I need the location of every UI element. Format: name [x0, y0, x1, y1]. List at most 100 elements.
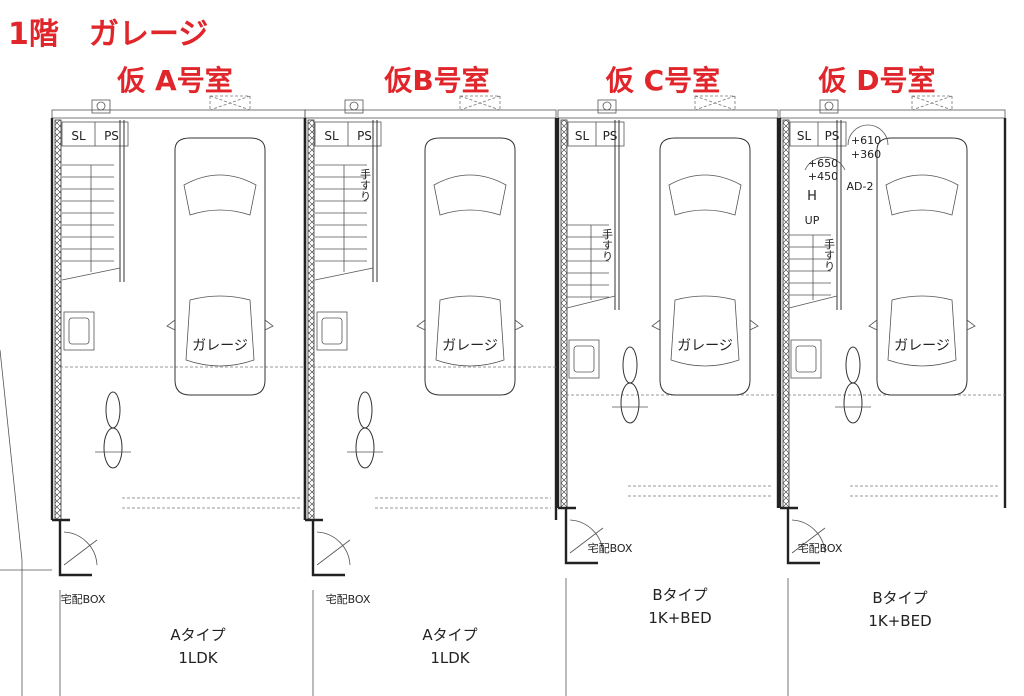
- car-windows: [885, 174, 959, 367]
- delivery-box-label: 宅配BOX: [326, 592, 371, 606]
- door-swing: [63, 531, 98, 566]
- entrance-wall: [52, 518, 92, 577]
- unit-title: 仮 C号室: [605, 64, 720, 97]
- sink-basin: [68, 317, 90, 345]
- h-label: H: [807, 189, 817, 204]
- unit-type-label: Bタイプ: [652, 586, 707, 604]
- equipment-mark: [459, 95, 501, 111]
- entrance-wall: [558, 506, 598, 565]
- door-code-label: AD-2: [847, 180, 874, 193]
- garage-door: [375, 497, 551, 509]
- top-wall: [51, 109, 306, 119]
- hatched-wall: [560, 119, 568, 509]
- vent-icon: [819, 99, 839, 114]
- car-mirrors: [868, 319, 976, 331]
- car-mirrors: [166, 319, 274, 331]
- car-outline: [174, 137, 266, 396]
- sink: [568, 339, 600, 379]
- vent-icon: [824, 101, 834, 111]
- page-title: 1階 ガレージ: [8, 17, 208, 52]
- motorcycle: [845, 346, 861, 384]
- partition-wall: [614, 120, 620, 310]
- door-swing: [569, 519, 604, 554]
- unit-type-label: Aタイプ: [170, 626, 225, 644]
- car-outline: [876, 137, 968, 396]
- garage-door: [628, 485, 773, 497]
- garage-door: [122, 497, 300, 509]
- entrance-wall: [780, 506, 820, 565]
- motorcycle: [103, 427, 123, 469]
- motorcycle: [357, 391, 373, 429]
- garage-label: ガレージ: [677, 338, 733, 354]
- door-swing: [316, 531, 351, 566]
- side-wall: [556, 118, 780, 508]
- side-wall: [778, 118, 1007, 508]
- motorcycle: [620, 382, 640, 424]
- vent-icon: [602, 101, 612, 111]
- height-annotation: +360: [851, 148, 881, 161]
- motorcycle: [622, 346, 638, 384]
- unit-title: 仮 A号室: [116, 64, 232, 97]
- vent-icon: [344, 99, 364, 114]
- car-mirrors: [651, 319, 759, 331]
- motorcycle: [105, 391, 121, 429]
- delivery-box-label: 宅配BOX: [798, 541, 843, 555]
- motorcycle: [843, 382, 863, 424]
- car-mirrors: [416, 319, 524, 331]
- car-outline: [424, 137, 516, 396]
- sink: [790, 339, 822, 379]
- top-wall: [557, 109, 779, 119]
- garage-door: [850, 485, 1000, 497]
- entrance-wall: [305, 518, 345, 577]
- hatched-wall: [782, 119, 790, 509]
- sink-basin: [321, 317, 343, 345]
- sl-label: SL: [71, 129, 86, 143]
- unit-layout-label: 1K+BED: [868, 612, 931, 630]
- stair-cut-line: [314, 267, 374, 281]
- sink: [63, 311, 95, 351]
- car-windows: [183, 174, 257, 367]
- equipment-mark: [694, 95, 736, 111]
- vent-icon: [96, 101, 106, 111]
- garage-label: ガレージ: [192, 338, 248, 354]
- sl-label: SL: [575, 129, 590, 143]
- stair-cut-line: [61, 267, 121, 281]
- garage-label: ガレージ: [442, 338, 498, 354]
- hatched-wall: [54, 119, 62, 521]
- partition-wall: [119, 120, 125, 282]
- top-wall: [779, 109, 1006, 119]
- stair-cut-line: [788, 295, 838, 309]
- car-outline: [659, 137, 751, 396]
- delivery-box-label: 宅配BOX: [588, 541, 633, 555]
- delivery-box-label: 宅配BOX: [61, 592, 106, 606]
- unit-title: 仮B号室: [383, 64, 489, 97]
- vent-icon: [91, 99, 111, 114]
- car-windows: [433, 174, 507, 367]
- unit-type-label: Aタイプ: [422, 626, 477, 644]
- side-wall: [303, 118, 558, 520]
- unit-layout-label: 1K+BED: [648, 609, 711, 627]
- site-boundary: [0, 349, 52, 696]
- side-wall: [50, 118, 307, 520]
- ps-label: PS: [825, 129, 840, 143]
- car-windows: [668, 174, 742, 367]
- sink: [316, 311, 348, 351]
- equipment-mark: [911, 95, 953, 111]
- sl-label: SL: [797, 129, 812, 143]
- window-mark: [804, 156, 846, 171]
- handrail-label: 手すり: [823, 237, 836, 271]
- motorcycle: [355, 427, 375, 469]
- unit-type-label: Bタイプ: [872, 589, 927, 607]
- ps-label: PS: [104, 129, 119, 143]
- hatched-wall: [307, 119, 315, 521]
- sink-basin: [573, 345, 595, 373]
- unit-layout-label: 1LDK: [430, 649, 470, 667]
- unit-layout-label: 1LDK: [178, 649, 218, 667]
- partition-wall: [836, 120, 842, 310]
- ps-label: PS: [357, 129, 372, 143]
